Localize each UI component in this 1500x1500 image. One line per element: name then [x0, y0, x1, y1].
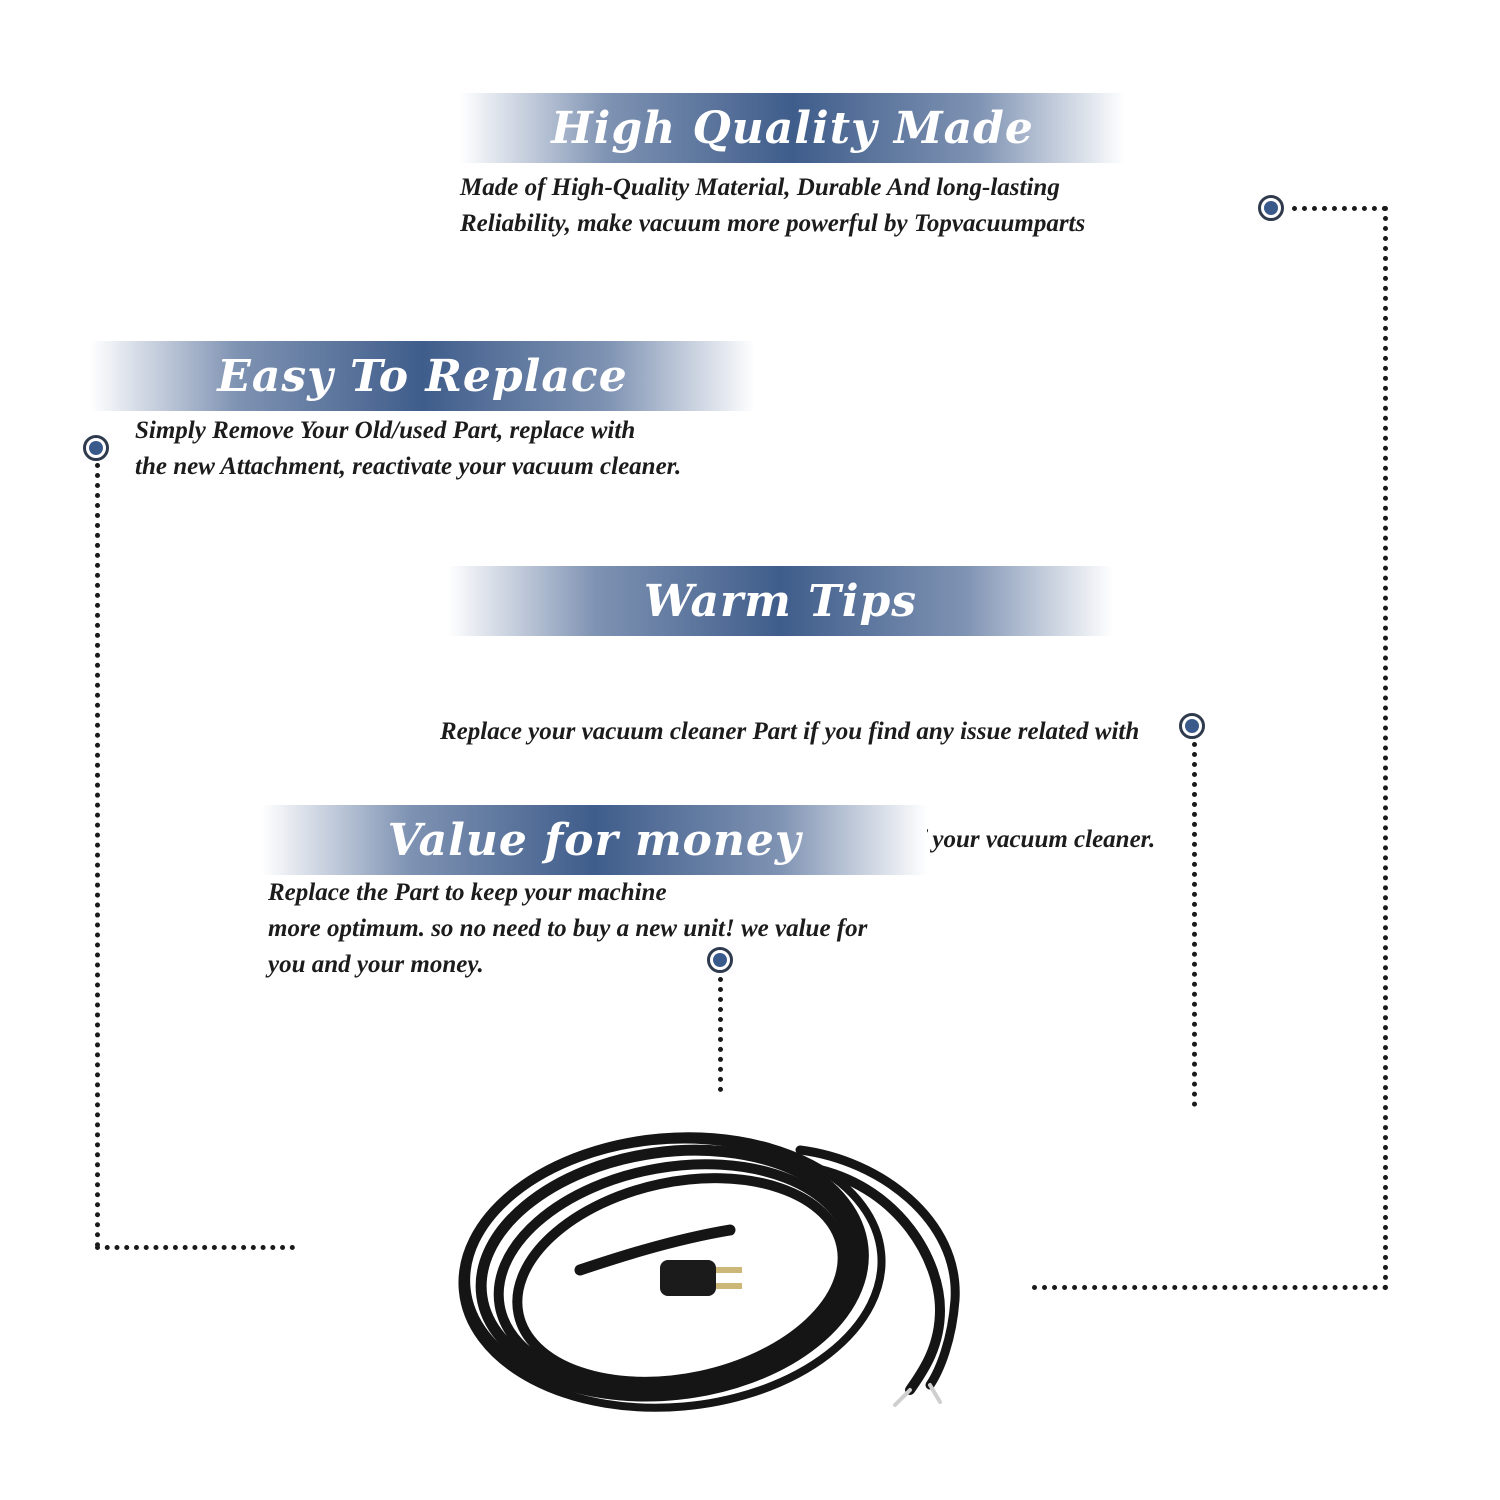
section-title: Warm Tips — [643, 575, 918, 627]
description-line: Replace the Part to keep your machine — [268, 879, 667, 906]
description-line: Replace your vacuum cleaner Part if you … — [440, 718, 1140, 745]
target-marker-icon — [1179, 713, 1205, 739]
dotted-connector — [1192, 742, 1197, 1107]
description-line: Reliability, make vacuum more powerful b… — [460, 210, 1086, 237]
section-description: Made of High-Quality Material, Durable A… — [460, 170, 1085, 242]
section-title: Easy To Replace — [217, 350, 628, 402]
section-title: Value for money — [387, 814, 802, 866]
description-line: Made of High-Quality Material, Durable A… — [460, 174, 1060, 201]
description-line: you and your money. — [268, 951, 484, 978]
banner-easy-to-replace: Easy To Replace — [90, 341, 755, 411]
target-marker-icon — [707, 947, 733, 973]
dotted-connector — [1032, 1285, 1388, 1290]
dotted-connector — [95, 463, 100, 1248]
section-description: Simply Remove Your Old/used Part, replac… — [135, 413, 681, 485]
banner-value-for-money: Value for money — [262, 805, 927, 875]
dotted-connector — [95, 1245, 295, 1250]
dotted-connector — [1292, 206, 1387, 211]
power-cord-image — [458, 1132, 960, 1412]
target-marker-icon — [1258, 195, 1284, 221]
target-marker-icon — [83, 435, 109, 461]
banner-warm-tips: Warm Tips — [448, 566, 1113, 636]
description-line: more optimum. so no need to buy a new un… — [268, 915, 868, 942]
dotted-connector — [718, 977, 723, 1092]
dotted-connector — [1383, 206, 1388, 1291]
banner-high-quality: High Quality Made — [460, 93, 1125, 163]
section-description: Replace the Part to keep your machine mo… — [268, 875, 867, 983]
section-title: High Quality Made — [551, 102, 1034, 154]
description-line: Simply Remove Your Old/used Part, replac… — [135, 417, 636, 444]
description-line: the new Attachment, reactivate your vacu… — [135, 453, 682, 480]
